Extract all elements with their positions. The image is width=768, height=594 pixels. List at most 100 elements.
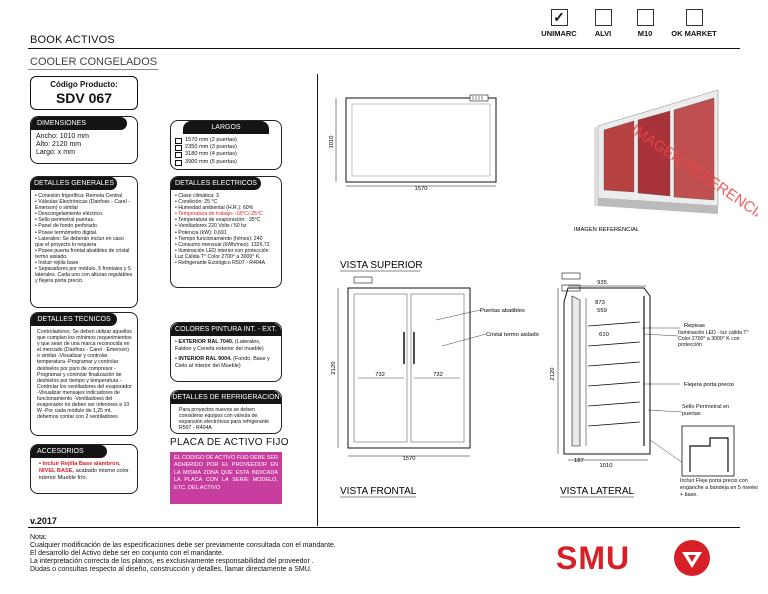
checkbox-label: UNIMARC (541, 29, 577, 38)
side-610-dim: 610 (599, 332, 609, 338)
cristal-label: Cristal termo aislado (486, 332, 539, 338)
door-left-dim: 732 (375, 372, 385, 378)
accessories-section: ACCESORIOS • Incluir Rejilla Base alambr… (30, 444, 138, 494)
general-item: • Sello perimetral puertas. (35, 217, 95, 224)
subtitle-underline (28, 69, 158, 70)
view-lateral-label: VISTA LATERAL (560, 486, 635, 497)
front-height-dim: 2120 (331, 362, 337, 375)
side-height-dim: 2120 (550, 368, 556, 381)
dimension-height: Alto: 2120 mm (36, 141, 82, 148)
colors-title: COLORES PINTURA INT. - EXT. (171, 323, 281, 336)
color-interior: • INTERIOR RAL 9004. (Fondo, Base y Ciel… (175, 356, 270, 369)
check-mark-icon: ✓ (550, 9, 568, 26)
repisas-label: Repisas (684, 323, 705, 329)
electrical-details-title: DETALLES ELECTRICOS (171, 177, 261, 190)
general-item: • Posee termómetro digital. (35, 229, 98, 236)
electrical-item: • Consumo mensual (kWh/mes): 1326,72 (175, 241, 270, 248)
reference-image (594, 89, 719, 214)
general-item: • Incluir rejilla base (35, 260, 79, 267)
view-frontal-label: VISTA FRONTAL (340, 486, 417, 497)
store-checkboxes: ✓ UNIMARC ALVI M10 OK MARKET (536, 9, 736, 41)
checkbox-alvi[interactable]: ALVI (580, 9, 626, 38)
detail-inset (681, 425, 735, 477)
refrigeration-title: DETALLES DE REFRIGERACION (171, 391, 281, 404)
fleje-label: Incluir Fleje porta precio con enganche … (680, 478, 758, 498)
technical-details-title: DETALLES TECNICOS (31, 313, 117, 326)
placa-text: EL CODIGO DE ACTIVO FIJO DEBE SER ADHERI… (170, 452, 282, 504)
option-checkbox (175, 152, 182, 159)
largos-section: LARGOS 1570 mm (2 puertas) 2350 mm (3 pu… (170, 120, 282, 170)
general-item: • Panel de fondo perforado. (35, 223, 99, 230)
flejera-label: Flejera porta precio (684, 382, 734, 388)
general-item: • Válvulas Electrónicas (Danfoss - Carel… (35, 199, 130, 212)
largo-option[interactable]: 3180 mm (4 puertas) (175, 151, 277, 159)
general-details-section: DETALLES GENERALES • Conexión frigorífic… (30, 176, 138, 308)
largo-option[interactable]: 3900 mm (5 puertas) (175, 159, 277, 166)
checkbox-ok-market[interactable]: OK MARKET (666, 9, 722, 38)
front-width-dim: 1570 (403, 456, 416, 462)
electrical-item: • Humedad ambiental (H.R.): 60% (175, 205, 254, 212)
page-title: BOOK ACTIVOS (30, 34, 115, 46)
refrigeration-section: DETALLES DE REFRIGERACION Para proyectos… (170, 390, 282, 434)
side-873-dim: 873 (595, 300, 605, 306)
reference-caption: IMAGEN REFERENCIAL (574, 227, 640, 233)
smu-logo: SMU (556, 540, 631, 576)
largos-title: LARGOS (183, 121, 269, 134)
electrical-item: • Clase climática: 3 (175, 193, 219, 199)
page-subtitle: COOLER CONGELADOS (30, 56, 158, 68)
footer-divider (28, 527, 740, 528)
door-right-dim: 732 (433, 372, 443, 378)
largo-option[interactable]: 1570 mm (2 puertas) (175, 137, 277, 144)
dimensions-title: DIMENSIONES ESTIMADAS (31, 117, 127, 140)
checkbox-unimarc[interactable]: ✓ UNIMARC (536, 9, 582, 38)
side-187-dim: 187 (574, 458, 584, 464)
product-code-value: SDV 067 (55, 90, 113, 106)
top-width-dim: 1570 (415, 186, 428, 192)
largo-option[interactable]: 2350 mm (3 puertas) (175, 144, 277, 152)
side-935-dim: 935 (597, 280, 607, 286)
side-depth-dim: 1010 (600, 463, 613, 469)
technical-drawings: 1570 1010 VISTA SUPERIOR 732 732 1570 21… (329, 89, 758, 498)
general-item: • Conexión frigorífica: Remota Central (35, 193, 123, 199)
colors-section: COLORES PINTURA INT. - EXT. • EXTERIOR R… (170, 322, 282, 382)
dimension-width: Ancho: 1010 mm (36, 133, 89, 140)
option-checkbox (175, 159, 182, 166)
side-559-dim: 559 (597, 308, 607, 314)
checkbox-label: ALVI (594, 29, 612, 38)
option-checkbox (175, 145, 182, 152)
electrical-item: • Ventiladores 220 Volts / 50 hz (175, 223, 247, 230)
electrical-item: • Condición: 25 °C (175, 199, 218, 206)
checkbox-label: OK MARKET (671, 29, 717, 38)
electrical-item: • Tiempo funcionamiento (h/mes): 240 (175, 235, 263, 242)
vertical-divider (317, 74, 318, 526)
technical-details-text: Controladores: Se deben utilizar aquello… (37, 329, 132, 421)
top-view-outline (345, 97, 497, 183)
general-item: • Posee puerta frontal abatibles de cris… (35, 247, 130, 260)
color-exterior: • EXTERIOR RAL 7040. (Laterales, Faldon … (175, 339, 264, 352)
general-details-title: DETALLES GENERALES (31, 177, 117, 190)
version-label: v.2017 (30, 516, 57, 526)
checkbox-label: M10 (637, 29, 653, 38)
general-item: • Descongelamiento eléctrico. (35, 211, 104, 218)
general-item: • Separadores por módulo, 5 frontales y … (35, 266, 133, 285)
electrical-item: • Temperatura de evaporación: -35°C (175, 217, 261, 224)
footer-note: Nota: Cualquier modificación de las espe… (30, 534, 336, 573)
electrical-item: • Temperatura de trabajo: -18°C/-25°C (175, 211, 263, 218)
refrigeration-text: Para proyectos nuevos se deben considera… (179, 407, 269, 432)
smu-mark-icon (674, 540, 710, 576)
dimension-length: Largo: x mm (36, 149, 75, 156)
puertas-label: Puertas abatibles (480, 308, 525, 314)
iluminacion-label: Iluminación LED - luz cálida T° Color 27… (678, 330, 749, 348)
checkbox-m10[interactable]: M10 (622, 9, 668, 38)
electrical-item: • Potencia (kW): 0,691 (175, 229, 227, 236)
electrical-item: • Iluminación LED interior con protecció… (175, 247, 269, 260)
accessories-text: • Incluir Rejilla Base alambron, NIVEL B… (39, 461, 129, 481)
top-depth-dim: 1010 (329, 136, 335, 149)
placa-title: PLACA DE ACTIVO FIJO (170, 437, 289, 448)
sello-label: Sello Perimetral en puertas (682, 404, 730, 417)
front-view-outline (347, 287, 471, 449)
dimensions-section: DIMENSIONES ESTIMADAS Ancho: 1010 mm Alt… (30, 116, 138, 164)
view-superior-label: VISTA SUPERIOR (340, 260, 423, 271)
product-code-label: Código Producto: (50, 80, 118, 89)
general-item: • Laterales: Se deberán incluir en caso … (35, 235, 124, 248)
